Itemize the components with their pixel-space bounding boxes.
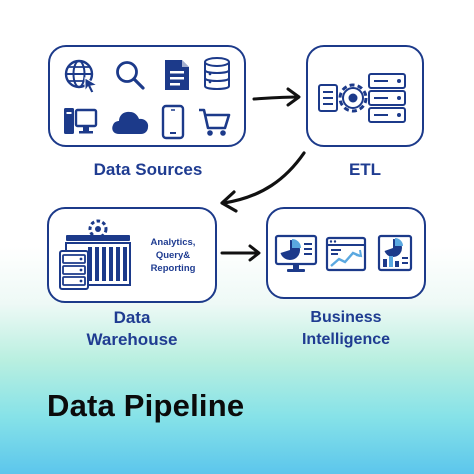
arrow-warehouse-to-bi (220, 243, 264, 263)
smartphone-icon (161, 104, 185, 140)
page-title: Data Pipeline (47, 388, 245, 423)
warehouse-server-icon (58, 217, 136, 293)
warehouse-label-line1: Data (113, 308, 151, 327)
bi-label-line2: Intelligence (301, 331, 391, 348)
gear-server-icon (317, 71, 413, 125)
desktop-icon (62, 106, 98, 138)
monitor-pie-chart-icon (274, 234, 318, 274)
arrow-sources-to-etl (252, 86, 302, 110)
browser-line-chart-icon (325, 236, 367, 272)
document-icon (163, 58, 191, 92)
globe-cursor-icon (63, 58, 99, 94)
bi-label: Business Intelligence (270, 307, 422, 351)
cloud-icon (110, 108, 150, 136)
warehouse-caption-line1: Analytics, (150, 237, 196, 248)
search-icon (114, 59, 146, 91)
data-sources-label: Data Sources (93, 160, 203, 179)
warehouse-label: Data Warehouse (52, 307, 212, 351)
shopping-cart-icon (197, 106, 231, 138)
warehouse-caption-line2: Query& (155, 250, 191, 261)
arrow-etl-to-warehouse (216, 149, 310, 213)
warehouse-caption-line3: Reporting (150, 263, 196, 274)
warehouse-caption: Analytics, Query& Reporting (140, 236, 206, 275)
warehouse-label-line2: Warehouse (86, 330, 178, 349)
database-icon (202, 56, 232, 92)
report-chart-icon (375, 232, 417, 274)
etl-label: ETL (348, 160, 382, 179)
bi-label-line1: Business (310, 309, 382, 326)
